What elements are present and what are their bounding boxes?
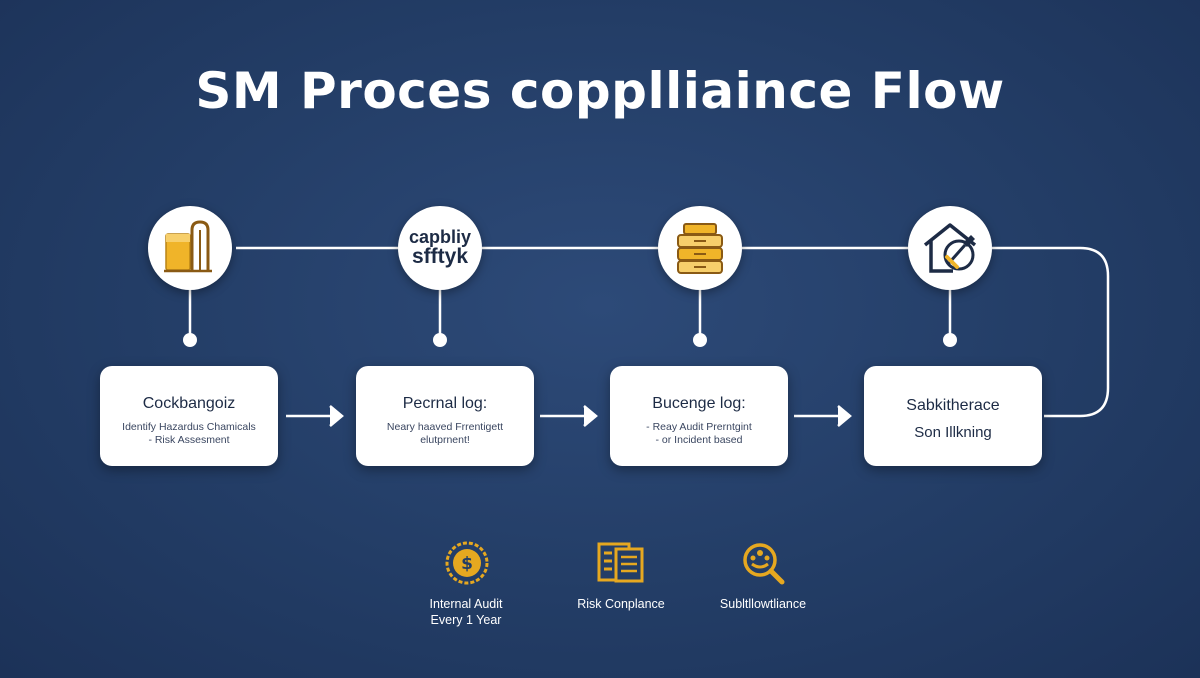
- arrow-2: [540, 405, 598, 427]
- step-4-line-1: Son Illkning: [914, 424, 992, 441]
- coin-icon: $: [445, 541, 489, 585]
- step-4-heading: Sabkitherace: [906, 397, 1000, 414]
- loop-connector: [992, 246, 1110, 418]
- footer-3-line-1: Subltllowtliance: [719, 597, 807, 611]
- page-title: SM Proces copplliaince Flow: [195, 62, 1005, 120]
- arrow-3: [794, 405, 852, 427]
- step-3-card: Bucenge log: - Reay Audit Prerntgint - o…: [610, 366, 788, 466]
- step-2-icon-circle: capbliy sfftyk: [398, 206, 482, 290]
- cup-and-cylinder-icon: [164, 220, 212, 273]
- stem-dot-4: [943, 333, 957, 347]
- step-2-icon-text-1: capbliy: [408, 226, 472, 247]
- step-4-icon-circle: [908, 206, 992, 290]
- step-3-heading: Bucenge log:: [652, 395, 746, 412]
- footer-1-line-1: Internal Audit: [429, 597, 503, 611]
- step-1-heading: Cockbangoiz: [142, 395, 236, 412]
- step-1-icon-circle: [148, 206, 232, 290]
- footer-label-3: Subltllowtliance: [673, 596, 853, 612]
- footer-document: [596, 540, 646, 586]
- step-1-card: Cockbangoiz Identify Hazardus Chamicals …: [100, 366, 278, 466]
- step-3-line-1: - Reay Audit Prerntgint: [646, 421, 752, 433]
- arrow-1: [286, 405, 344, 427]
- magnifier-icon: [743, 543, 785, 585]
- step-2-line-1: Neary haaved Frrentigett: [386, 421, 504, 433]
- stem-dot-3: [693, 333, 707, 347]
- step-4-card: Sabkitherace Son Illkning: [864, 366, 1042, 466]
- step-2-line-2: elutprnent!: [420, 434, 470, 447]
- house-and-tools-icon: [923, 223, 977, 273]
- step-3-line-2: - or Incident based: [655, 434, 743, 447]
- svg-text:$: $: [461, 554, 473, 574]
- footer-label-1: Internal Audit Every 1 Year: [376, 596, 556, 629]
- footer-magnifier: [740, 540, 786, 586]
- stem-dot-1: [183, 333, 197, 347]
- step-3-icon-circle: [658, 206, 742, 290]
- footer-1-line-2: Every 1 Year: [430, 613, 502, 628]
- step-2-card: Pecrnal log: Neary haaved Frrentigett el…: [356, 366, 534, 466]
- step-1-line-1: Identify Hazardus Chamicals: [122, 421, 256, 433]
- step-2-heading: Pecrnal log:: [402, 395, 488, 412]
- stacked-drawers-icon: [677, 223, 723, 274]
- document-list-icon: [597, 542, 644, 583]
- stem-dot-2: [433, 333, 447, 347]
- step-2-icon-text-2: sfftyk: [411, 245, 469, 269]
- footer-2-line-1: Risk Conplance: [577, 597, 665, 611]
- footer-label-2: Risk Conplance: [531, 596, 711, 612]
- step-1-line-2: - Risk Assesment: [148, 434, 230, 447]
- footer-coin: $: [444, 540, 490, 586]
